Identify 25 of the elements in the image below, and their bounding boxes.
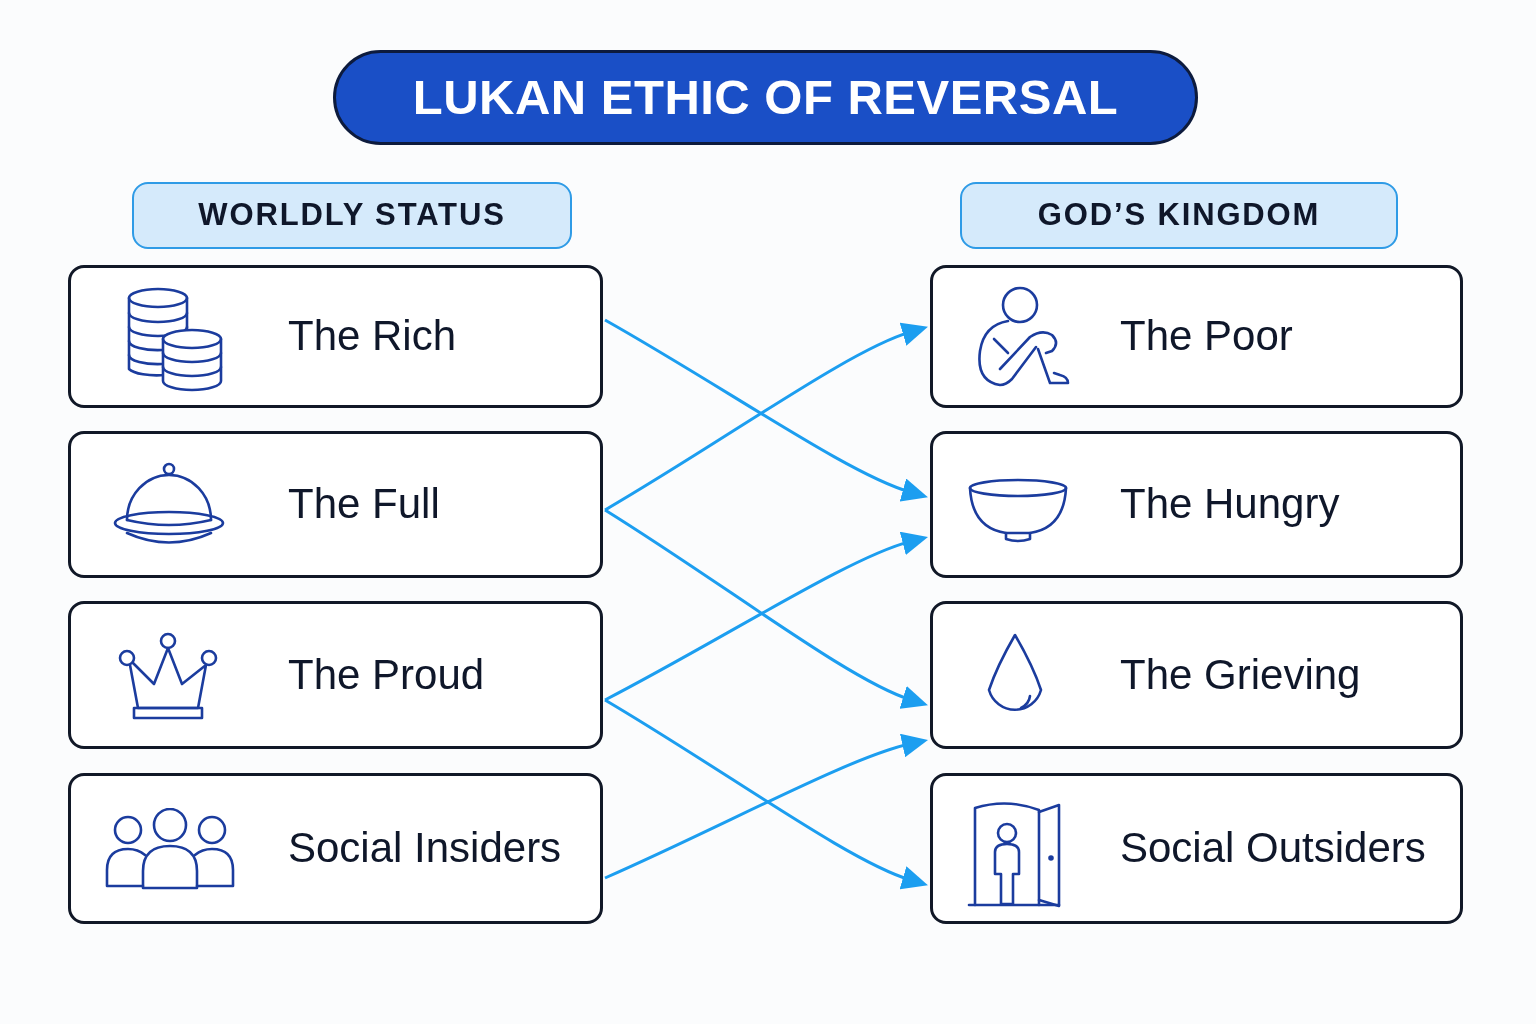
arrow [604,734,928,880]
column-header [132,182,572,249]
category-card [930,431,1463,578]
column-heading: WORLDLY STATUS [198,196,506,235]
title-banner: LUKAN ETHIC OF REVERSAL [333,50,1198,145]
arrow [604,532,928,702]
category-label: Social Insiders [288,823,563,874]
category-card [68,265,603,408]
category-card [68,773,603,924]
category-label: Social Outsiders [1120,823,1427,874]
category-label: The Full [288,479,441,530]
category-card [68,431,603,578]
category-card [930,773,1463,924]
category-label: The Rich [288,311,458,362]
category-label: The Grieving [1120,649,1362,700]
arrow [604,698,928,889]
column-heading: GOD’S KINGDOM [1037,196,1321,235]
category-label: The Poor [1120,311,1294,362]
category-card [930,601,1463,749]
category-card [930,265,1463,408]
category-card [68,601,603,749]
arrow [604,508,928,709]
category-label: The Proud [288,649,486,700]
column-header [960,182,1398,249]
category-label: The Hungry [1120,479,1341,530]
